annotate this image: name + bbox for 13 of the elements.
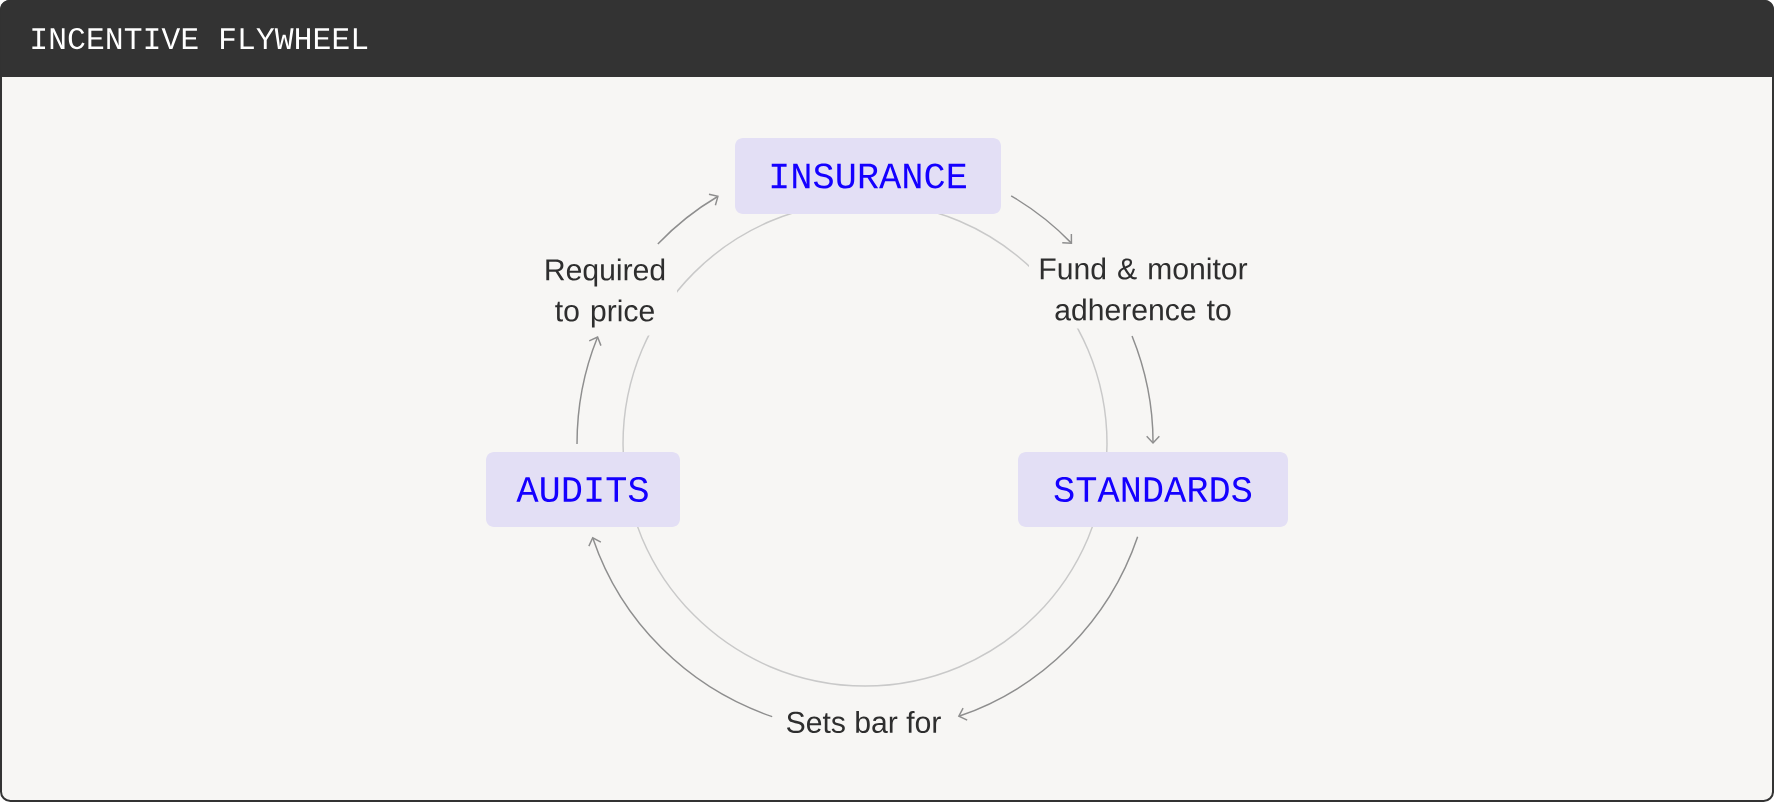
arrow-label: Fund & monitor adherence to (1029, 249, 1257, 329)
title: INCENTIVE FLYWHEEL (32, 27, 368, 50)
stage-box: AUDITS (486, 452, 680, 527)
arrow (1010, 195, 1073, 244)
stage-box: STANDARDS (1018, 452, 1288, 527)
arrow (588, 536, 773, 718)
arrow-label: Required to price (533, 250, 677, 336)
arrow-label: Sets bar for (777, 702, 950, 742)
arrow (957, 536, 1139, 721)
arrow (576, 336, 602, 445)
arrow (657, 193, 719, 245)
stage-box: INSURANCE (735, 138, 1001, 214)
arrow (1131, 335, 1161, 444)
